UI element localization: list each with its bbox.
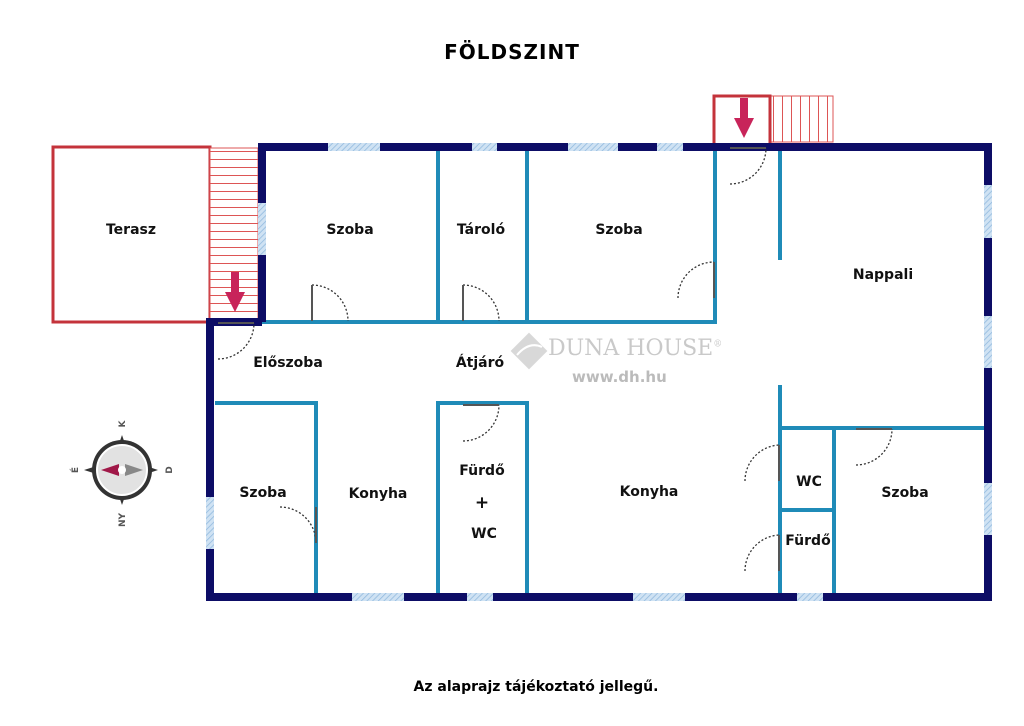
- room-szoba-2: Szoba: [595, 222, 643, 238]
- brand-text: DUNA HOUSE: [548, 336, 714, 361]
- room-furdo-wc-line3: WC: [471, 526, 497, 542]
- compass-east: D: [165, 466, 175, 474]
- room-szoba-1: Szoba: [326, 222, 374, 238]
- room-wc: WC: [796, 474, 822, 490]
- room-furdo-wc-line2: +: [474, 493, 490, 513]
- room-konyha-2: Konyha: [619, 484, 679, 500]
- room-szoba-3: Szoba: [239, 485, 287, 501]
- stairs-top: [769, 95, 834, 143]
- compass-south: NY: [118, 512, 128, 528]
- watermark-url: www.dh.hu: [572, 368, 667, 386]
- windows: [206, 143, 992, 601]
- inner-walls: [215, 147, 988, 597]
- room-nappali: Nappali: [852, 267, 914, 283]
- doors: [217, 147, 893, 572]
- room-furdo-wc-line1: Fürdő: [459, 463, 505, 479]
- compass-icon: [84, 435, 158, 505]
- entry-top: [712, 94, 772, 147]
- door-leaves: [218, 147, 892, 571]
- room-tarolo: Tároló: [456, 222, 506, 238]
- compass-north: K: [118, 420, 128, 428]
- duna-house-logo-icon: [510, 332, 548, 370]
- registered-mark: ®: [713, 339, 723, 350]
- page-title: FÖLDSZINT: [444, 40, 580, 64]
- room-konyha-1: Konyha: [348, 486, 408, 502]
- watermark-brand: DUNA HOUSE®: [548, 336, 722, 361]
- entrance-arrow-icons: [225, 98, 754, 312]
- room-atjaro: Átjáró: [455, 355, 505, 371]
- room-eloszoba: Előszoba: [253, 355, 323, 371]
- disclaimer-note: Az alaprajz tájékoztató jellegű.: [413, 679, 659, 695]
- outer-walls: [206, 143, 992, 601]
- room-furdo: Fürdő: [785, 533, 831, 549]
- room-szoba-4: Szoba: [881, 485, 929, 501]
- compass-west: É: [71, 466, 81, 474]
- room-terasz: Terasz: [105, 222, 157, 238]
